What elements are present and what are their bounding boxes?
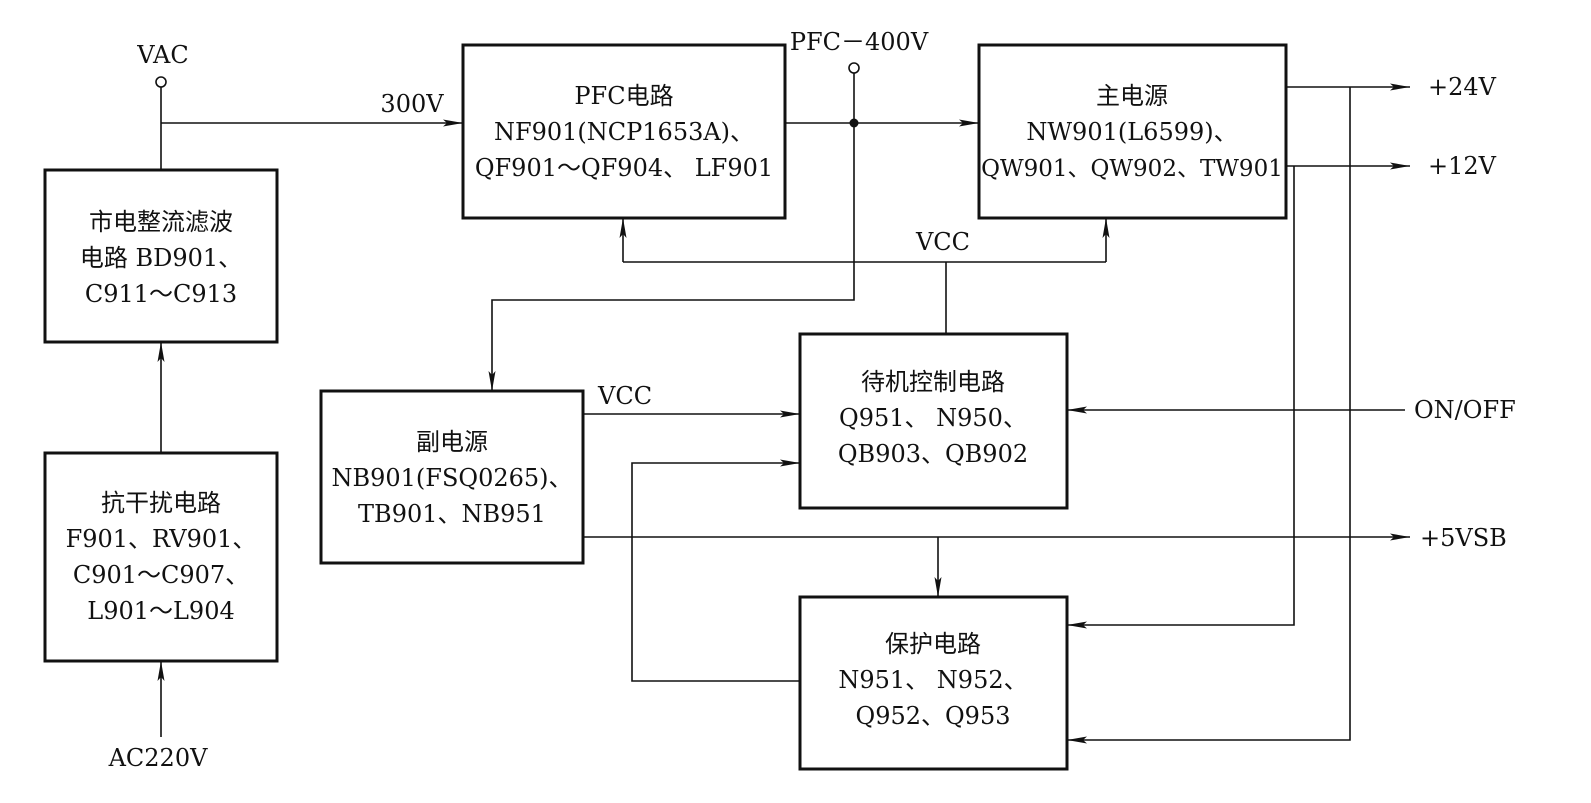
pfc-line-2: NF901(NCP1653A)、 bbox=[494, 118, 754, 146]
protect-line-1: 保护电路 bbox=[885, 630, 981, 658]
rectifier-block: 市电整流滤波 电路 BD901、 C911～C913 bbox=[43, 168, 279, 344]
label-onoff: ON/OFF bbox=[1414, 396, 1516, 424]
rectifier-line-2: 电路 BD901、 bbox=[80, 244, 242, 272]
wire-protect-to-standby bbox=[631, 459, 800, 682]
main-power-block: 主电源 NW901(L6599)、 QW901、QW902、TW901 bbox=[977, 43, 1288, 220]
label-300v: 300V bbox=[380, 90, 444, 118]
protect-line-2: N951、 N952、 bbox=[838, 666, 1027, 694]
aux-power-block: 副电源 NB901(FSQ0265)、 TB901、NB951 bbox=[319, 389, 585, 565]
protect-line-3: Q952、Q953 bbox=[856, 702, 1011, 730]
standby-line-3: QB903、QB902 bbox=[838, 440, 1028, 468]
wire-24v-to-protect bbox=[1067, 87, 1351, 744]
standby-control-block: 待机控制电路 Q951、 N950、 QB903、QB902 bbox=[798, 332, 1069, 510]
pfc-block: PFC电路 NF901(NCP1653A)、 QF901～QF904、 LF90… bbox=[461, 43, 787, 220]
label-ac220v: AC220V bbox=[108, 744, 209, 772]
main-line-3: QW901、QW902、TW901 bbox=[981, 156, 1283, 182]
pfc400-terminal-icon bbox=[848, 62, 860, 74]
label-vcc-top: VCC bbox=[915, 228, 970, 256]
wire-pfc400-to-aux bbox=[488, 123, 855, 391]
label-out-5vsb: +5VSB bbox=[1420, 524, 1507, 552]
label-out-12v: +12V bbox=[1428, 152, 1497, 180]
label-pfc-400v: PFC－400V bbox=[790, 28, 929, 56]
main-line-1: 主电源 bbox=[1096, 82, 1168, 110]
vac-terminal-icon bbox=[155, 76, 167, 88]
emi-line-2: F901、RV901、 bbox=[66, 525, 257, 553]
rectifier-line-1: 市电整流滤波 bbox=[89, 208, 233, 236]
emi-line-4: L901～L904 bbox=[87, 597, 235, 625]
aux-line-2: NB901(FSQ0265)、 bbox=[331, 464, 572, 492]
pfc-line-1: PFC电路 bbox=[574, 82, 673, 110]
aux-line-1: 副电源 bbox=[416, 428, 488, 456]
aux-line-3: TB901、NB951 bbox=[358, 500, 546, 528]
wire-12v-to-protect bbox=[1067, 166, 1295, 629]
main-line-2: NW901(L6599)、 bbox=[1026, 118, 1237, 146]
label-vac: VAC bbox=[136, 41, 188, 69]
emi-line-3: C901～C907、 bbox=[73, 561, 249, 589]
label-vcc-aux: VCC bbox=[597, 382, 652, 410]
emi-filter-block: 抗干扰电路 F901、RV901、 C901～C907、 L901～L904 bbox=[43, 451, 279, 663]
standby-line-1: 待机控制电路 bbox=[861, 368, 1005, 396]
pfc-line-3: QF901～QF904、 LF901 bbox=[475, 154, 773, 182]
emi-line-1: 抗干扰电路 bbox=[101, 489, 221, 517]
protection-block: 保护电路 N951、 N952、 Q952、Q953 bbox=[798, 595, 1069, 771]
label-out-24v: +24V bbox=[1428, 73, 1497, 101]
rectifier-line-3: C911～C913 bbox=[85, 280, 237, 308]
standby-line-2: Q951、 N950、 bbox=[839, 404, 1027, 432]
